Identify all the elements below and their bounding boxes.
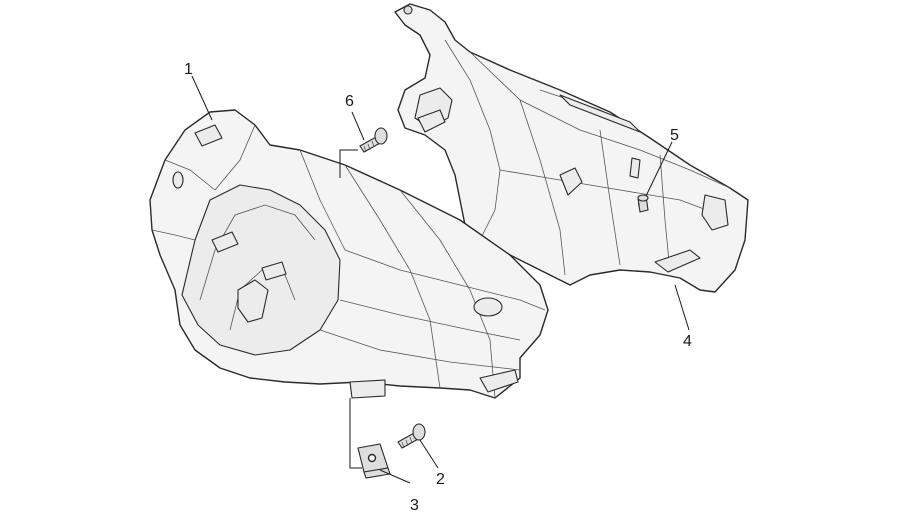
front-handlebar-cover [149, 109, 549, 399]
callouts: 1 2 3 4 5 6 [184, 61, 692, 514]
callout-2: 2 [436, 471, 445, 488]
callout-3: 3 [410, 497, 419, 514]
screw-part-2 [397, 423, 426, 449]
leader-lines [191, 75, 690, 484]
screw-part-6 [359, 127, 388, 153]
callout-1: 1 [184, 61, 193, 78]
clip-nut-part-3 [357, 443, 391, 479]
callout-4: 4 [683, 333, 692, 350]
rear-handlebar-cover [394, 3, 749, 293]
screw-part-5 [637, 194, 649, 213]
callout-6: 6 [345, 93, 354, 110]
callout-5: 5 [670, 127, 679, 144]
